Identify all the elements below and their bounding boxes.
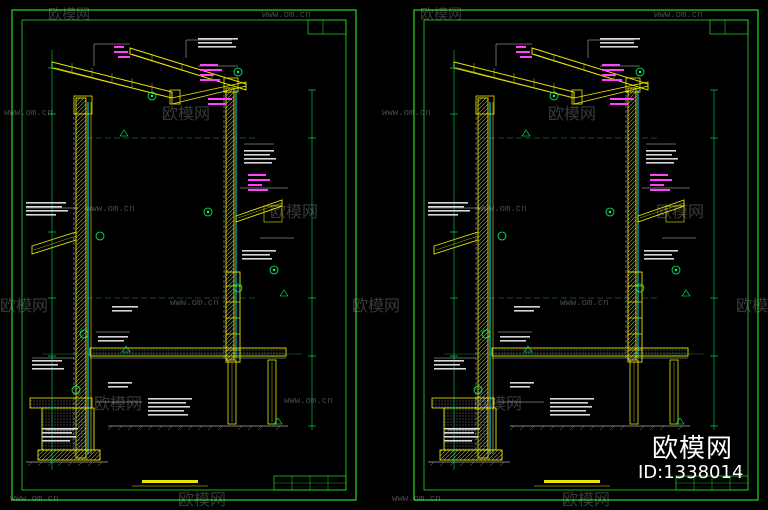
watermark-id: ID:1338014 (638, 462, 744, 483)
watermark-url: www.om.cn (284, 396, 333, 406)
watermark-url: www.om.cn (654, 10, 703, 20)
watermark-url: www.om.cn (560, 298, 609, 308)
watermark-url: www.om.cn (262, 10, 311, 20)
watermark-url: www.om.cn (86, 204, 135, 214)
drawing-sheet-left (11, 9, 357, 501)
watermark-url: www.om.cn (10, 494, 59, 504)
watermark-brand-large: 欧模网 (652, 434, 734, 464)
watermark-url: www.om.cn (478, 204, 527, 214)
drawing-sheet-right (413, 9, 759, 501)
watermark-url: www.om.cn (382, 108, 431, 118)
watermark-url: www.om.cn (4, 108, 53, 118)
watermark-url: www.om.cn (392, 494, 441, 504)
watermark-url: www.om.cn (170, 298, 219, 308)
